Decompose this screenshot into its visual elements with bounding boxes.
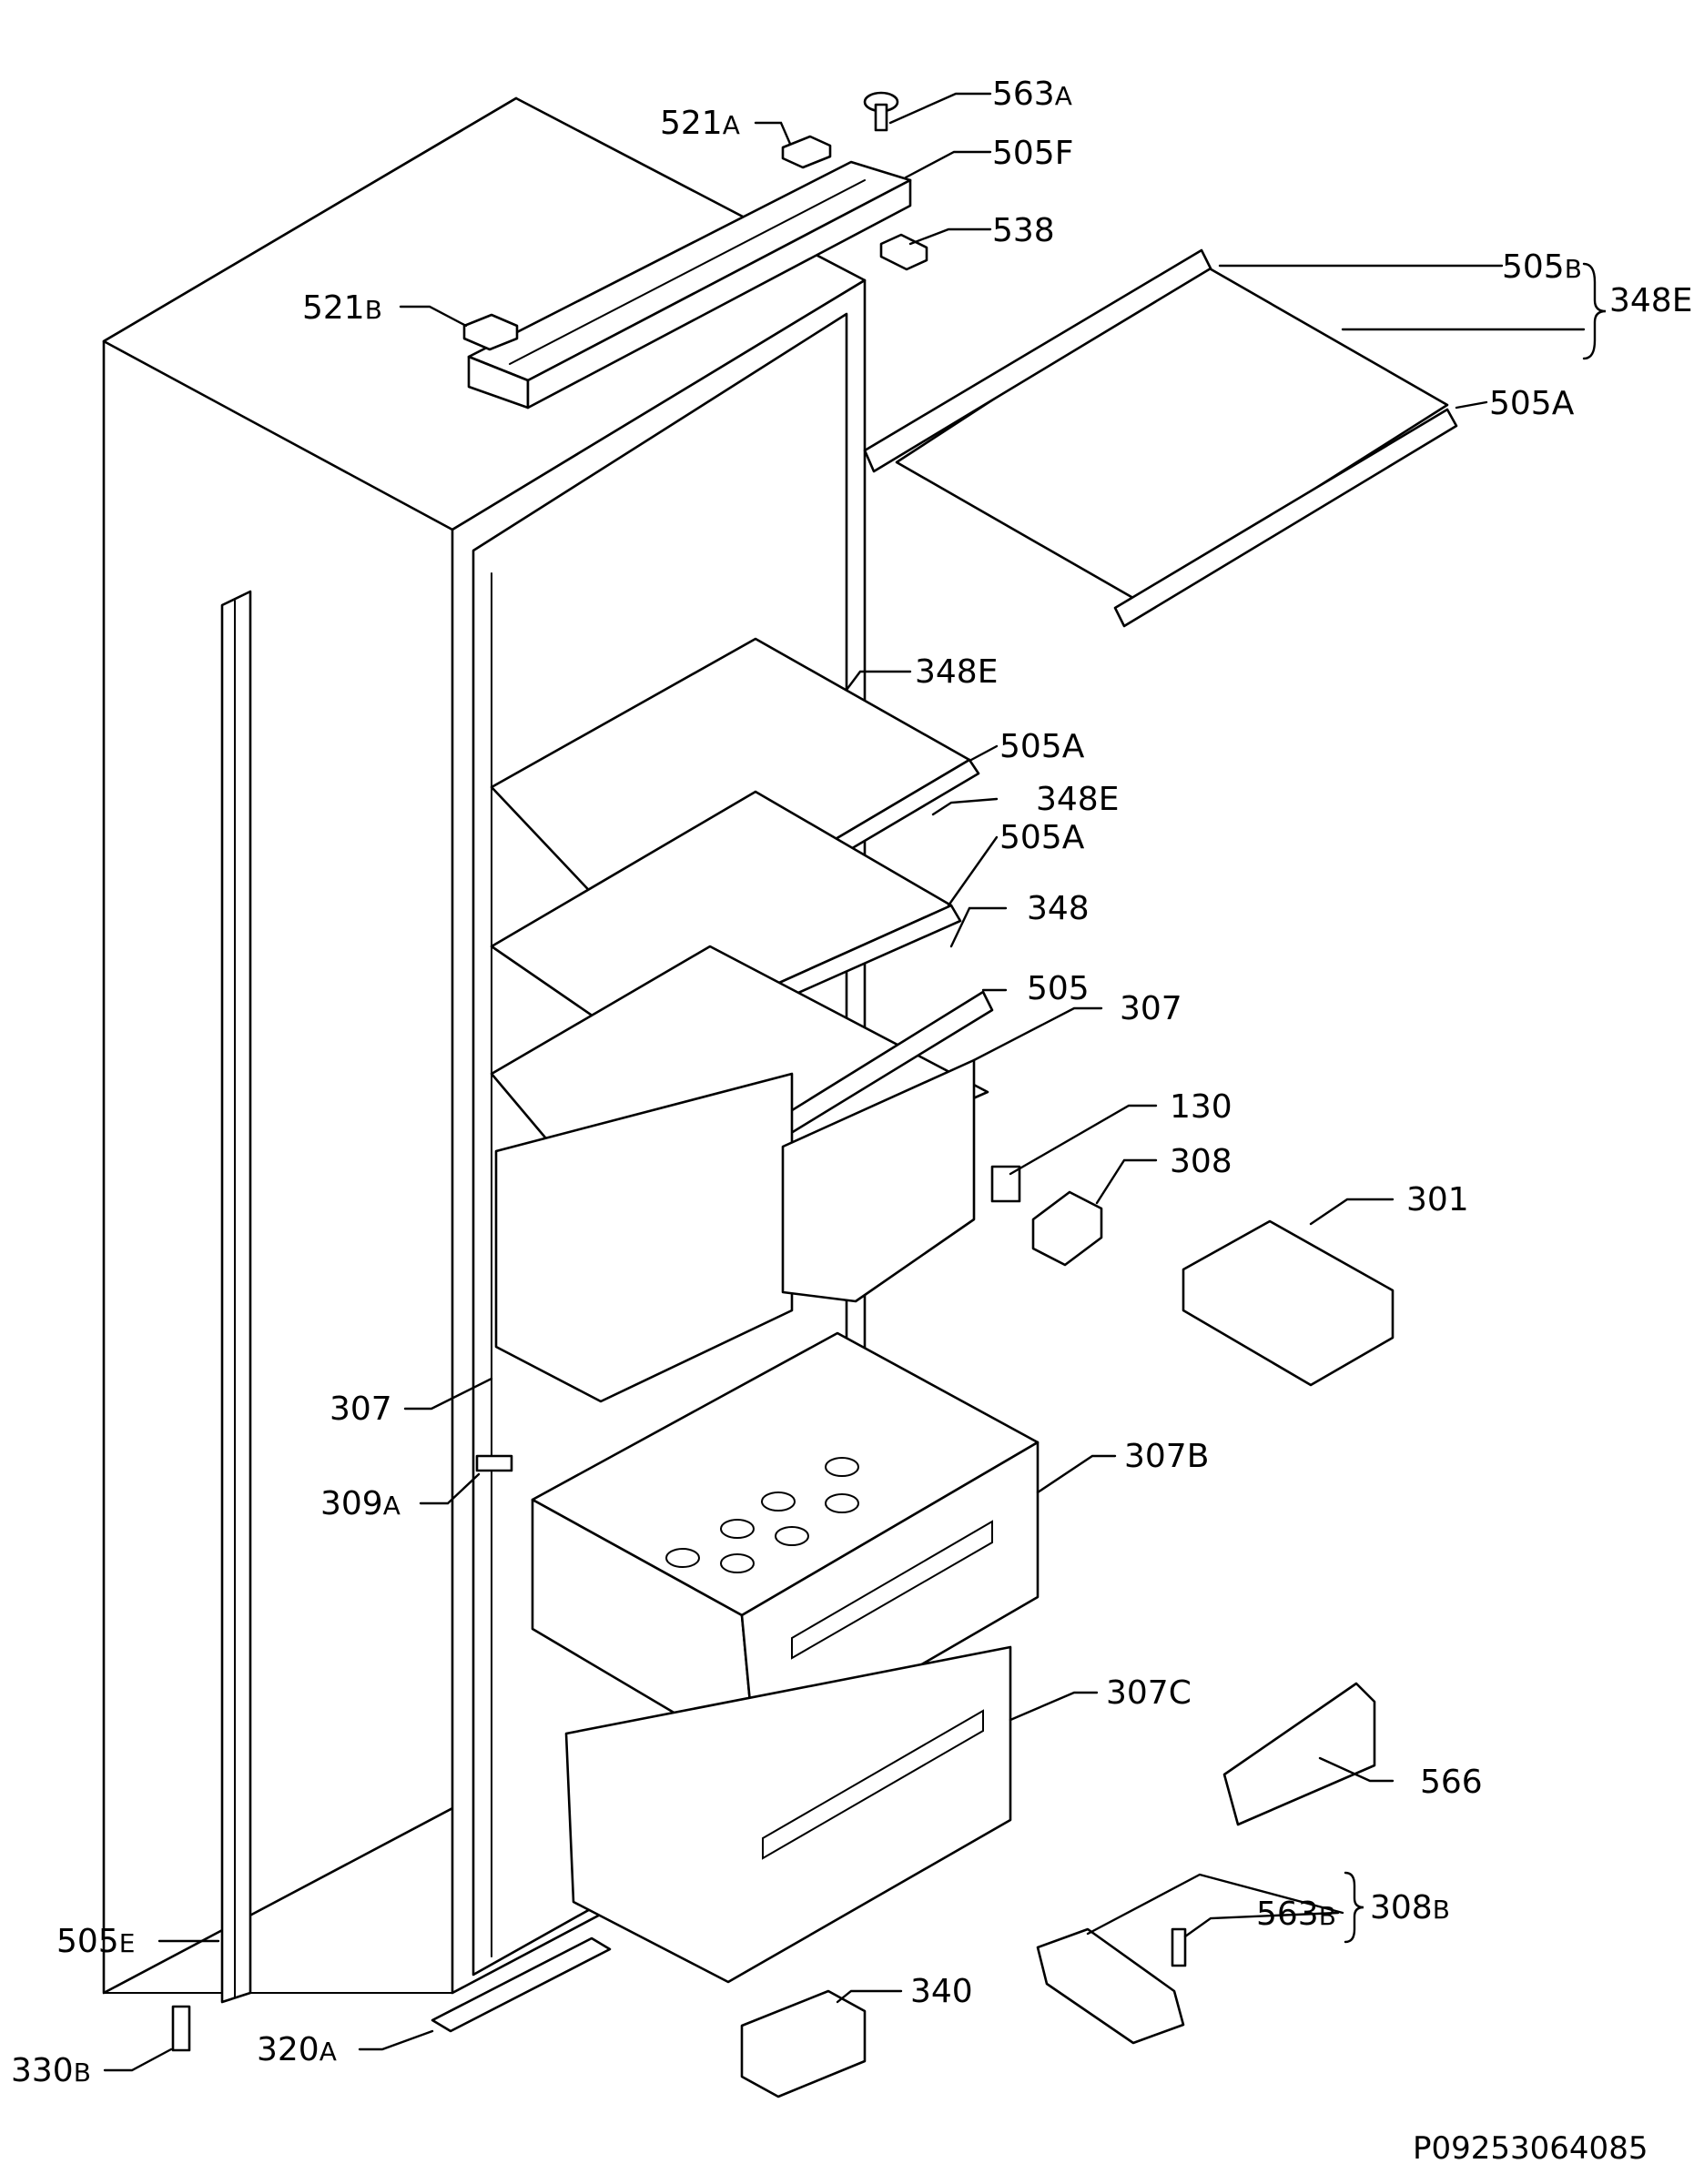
rail-front-face <box>526 178 912 410</box>
callout-130: 130 <box>1170 1088 1232 1126</box>
callout-348e-3: 348E <box>1036 781 1119 818</box>
part-538 <box>879 233 928 271</box>
rear-trim-505b <box>863 248 1212 473</box>
drawer-left <box>494 1072 794 1403</box>
part-521a <box>781 135 832 169</box>
callout-307-left: 307 <box>330 1390 392 1428</box>
callout-340: 340 <box>910 1973 973 2010</box>
brace-308b <box>1344 1871 1364 1944</box>
document-number: P09253064085 <box>1413 2130 1648 2167</box>
callout-505b: 505B <box>1502 248 1582 286</box>
shelf-assembly-top <box>863 248 1458 628</box>
callout-307b: 307B <box>1124 1438 1209 1475</box>
part-309a <box>475 1454 513 1472</box>
callout-563a: 563A <box>992 76 1072 113</box>
scraper-566 <box>1222 1682 1376 1826</box>
callout-538: 538 <box>992 212 1055 249</box>
top-small-parts <box>462 91 928 351</box>
callout-307c: 307C <box>1106 1674 1192 1712</box>
part-320a <box>431 1936 612 2033</box>
callout-301: 301 <box>1406 1181 1469 1218</box>
brace-348e <box>1582 262 1607 360</box>
glass-shelf-top <box>895 262 1449 602</box>
part-563a-stem <box>874 103 888 132</box>
right-small-parts <box>171 1165 1395 2098</box>
bin-307c-body <box>564 1645 1012 1984</box>
callout-505a-2: 505A <box>999 728 1085 765</box>
part-308 <box>1031 1190 1103 1267</box>
callout-330b: 330B <box>11 2052 91 2089</box>
part-521b <box>462 313 519 351</box>
callout-308: 308 <box>1170 1143 1232 1180</box>
top-rail-505f <box>467 160 912 410</box>
drawers-307-upper <box>494 1058 976 1403</box>
bin-307b <box>531 1331 1040 1763</box>
callout-505f: 505F <box>992 135 1073 172</box>
callout-348: 348 <box>1027 890 1090 927</box>
callout-348e-2: 348E <box>915 653 998 691</box>
callout-307-top: 307 <box>1120 990 1182 1027</box>
callout-566: 566 <box>1420 1764 1483 1801</box>
gasket-strip <box>220 590 252 2004</box>
callout-308b: 308B <box>1370 1889 1450 1926</box>
hinge-308b <box>1036 1927 1185 2045</box>
drawer-right <box>781 1058 976 1303</box>
front-trim-505a-top <box>1113 408 1458 628</box>
ice-tray-301 <box>1182 1219 1395 1387</box>
callout-309a: 309A <box>320 1485 401 1522</box>
bin-307c <box>564 1645 1012 1984</box>
door-gasket-505e <box>220 590 252 2004</box>
part-340 <box>740 1989 867 2098</box>
callout-521b: 521B <box>302 289 382 327</box>
callout-521a: 521A <box>660 105 740 142</box>
callout-505a-3: 505A <box>999 819 1085 856</box>
callout-505e: 505E <box>56 1923 135 1960</box>
callout-labels: 563A 521A 505F 538 521B 505B 348E 505A 3… <box>11 76 1692 2089</box>
callout-505: 505 <box>1027 970 1090 1007</box>
leader-lines <box>103 92 1586 2072</box>
screw-563b <box>1171 1927 1187 1967</box>
callout-320a: 320A <box>257 2031 337 2068</box>
callout-505a-top: 505A <box>1489 385 1575 422</box>
callout-348e-top: 348E <box>1609 282 1692 319</box>
callout-563b: 563B <box>1256 1896 1336 1933</box>
screw-330b <box>171 2005 191 2052</box>
